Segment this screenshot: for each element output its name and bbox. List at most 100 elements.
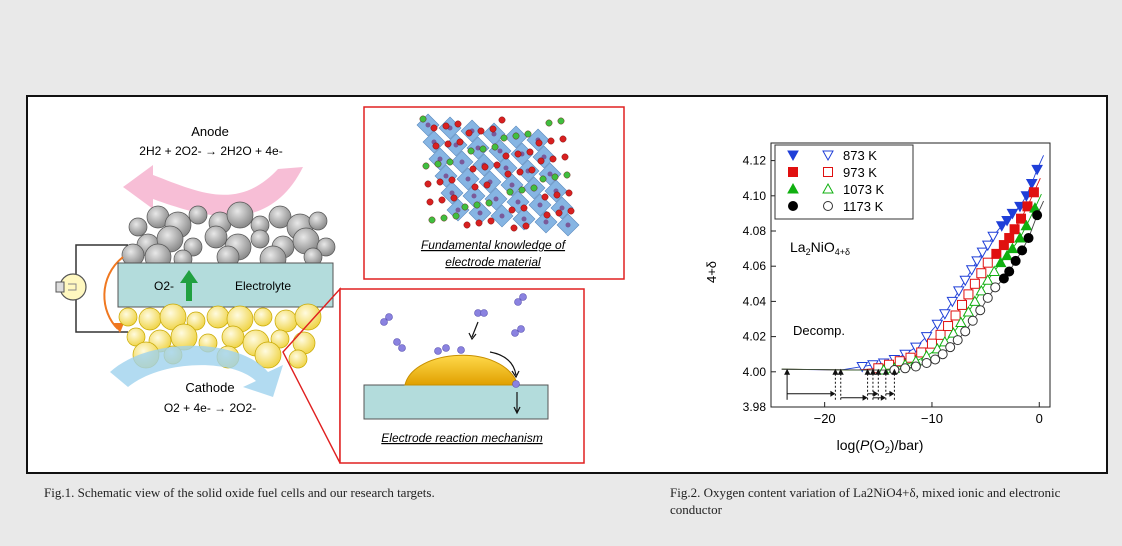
y-tick-label: 4.08 <box>743 224 767 238</box>
data-point-filled <box>1022 201 1033 212</box>
o-atom <box>463 221 471 229</box>
o-atom <box>543 211 551 219</box>
anode-particle <box>308 211 328 231</box>
knowledge-line-1: Fundamental knowledge of <box>421 238 567 252</box>
anode-particle <box>250 229 270 249</box>
decomp-arrowhead <box>875 368 882 375</box>
anode-particle <box>316 237 336 257</box>
anode-particle <box>188 205 208 225</box>
x-tick-label: 0 <box>1036 411 1043 426</box>
data-point-open <box>947 327 960 338</box>
legend-marker-filled <box>788 167 798 177</box>
o-atom <box>471 183 479 191</box>
ni-atom <box>565 222 571 228</box>
data-point-open <box>952 286 965 297</box>
cathode-particle <box>118 307 138 327</box>
data-point-open <box>938 309 951 320</box>
fig2-caption: Fig.2. Oxygen content variation of La2Ni… <box>670 485 1061 517</box>
o-atom <box>432 142 440 150</box>
data-point-open <box>921 358 932 368</box>
cathode-particle <box>253 307 273 327</box>
cathode-label: Cathode <box>185 380 234 395</box>
data-point-open <box>910 361 921 372</box>
crystal-structure <box>416 113 580 237</box>
decomp-arrowhead <box>891 368 898 375</box>
o-atom <box>537 157 545 165</box>
o-atom <box>438 196 446 204</box>
la-atom <box>545 119 553 127</box>
data-point-filled <box>1004 233 1015 244</box>
ni-atom <box>491 131 497 137</box>
ni-atom <box>449 190 455 196</box>
o-atom <box>469 165 477 173</box>
cathode-particle <box>254 341 282 369</box>
knowledge-line-2: electrode material <box>445 255 541 269</box>
chart-markers <box>781 155 1044 401</box>
o-atom <box>555 209 563 217</box>
electrolyte-substrate <box>363 384 549 420</box>
cathode-particle <box>186 311 206 331</box>
electrolyte-label: Electrolyte <box>235 279 291 293</box>
data-point-open <box>943 321 954 332</box>
o-atom <box>541 193 549 201</box>
data-point-open <box>987 231 999 243</box>
cathode-flow-arrow <box>110 345 283 397</box>
legend-marker-open <box>823 201 833 211</box>
cathode-reaction: O2 + 4e- → 2O2- <box>164 401 256 415</box>
o-atom <box>483 181 491 189</box>
data-point-open <box>920 332 933 343</box>
o-atom <box>559 135 567 143</box>
o-atom <box>450 194 458 202</box>
la-atom <box>428 216 436 224</box>
la-atom <box>563 171 571 179</box>
o-atom <box>448 176 456 184</box>
cathode-particle <box>126 327 146 347</box>
o-atom <box>454 120 462 128</box>
la-atom <box>422 162 430 170</box>
o-atom <box>502 152 510 160</box>
data-point-filled <box>1025 178 1038 190</box>
legend-label: 873 K <box>843 148 877 163</box>
o-atom <box>465 129 473 137</box>
ni-atom <box>459 159 465 165</box>
electrolyte-layer <box>117 262 334 308</box>
data-point-open <box>935 329 946 340</box>
legend-marker-open <box>822 150 834 162</box>
data-point-filled <box>1001 249 1013 261</box>
y-tick-label: 4.04 <box>743 294 767 308</box>
legend-marker-open <box>823 167 833 177</box>
cathode-particle <box>270 329 290 349</box>
data-point-open <box>856 362 869 373</box>
la-atom <box>446 158 454 166</box>
y-tick-label: 4.10 <box>743 189 767 203</box>
data-point-open <box>963 289 974 300</box>
decomp-range-arrowhead <box>830 390 836 397</box>
data-point-filled <box>995 221 1008 232</box>
ni-atom <box>465 176 471 182</box>
o-atom <box>561 153 569 161</box>
o-atom <box>489 125 497 133</box>
cathode-particle <box>274 309 298 333</box>
data-point-open <box>975 305 986 316</box>
o-atom <box>487 217 495 225</box>
la-atom <box>500 134 508 142</box>
data-point-open <box>955 316 967 328</box>
o-atom <box>553 191 561 199</box>
data-point-open <box>969 278 980 289</box>
y-tick-label: 3.98 <box>743 400 767 414</box>
data-point-open <box>957 299 968 310</box>
decomp-range-arrowhead <box>873 390 879 397</box>
decomp-arrowhead <box>882 368 889 375</box>
cathode-particle <box>294 303 322 331</box>
y-tick-label: 4.12 <box>743 154 767 168</box>
data-point-filled <box>1031 164 1043 176</box>
la-atom <box>485 199 493 207</box>
data-point-open <box>962 305 975 317</box>
la-atom <box>461 203 469 211</box>
legend-label: 973 K <box>843 165 877 180</box>
ni-atom <box>477 210 483 216</box>
anode-particle <box>128 217 148 237</box>
fit-curve <box>781 200 1044 371</box>
y-axis-label: 4+δ <box>704 261 719 283</box>
